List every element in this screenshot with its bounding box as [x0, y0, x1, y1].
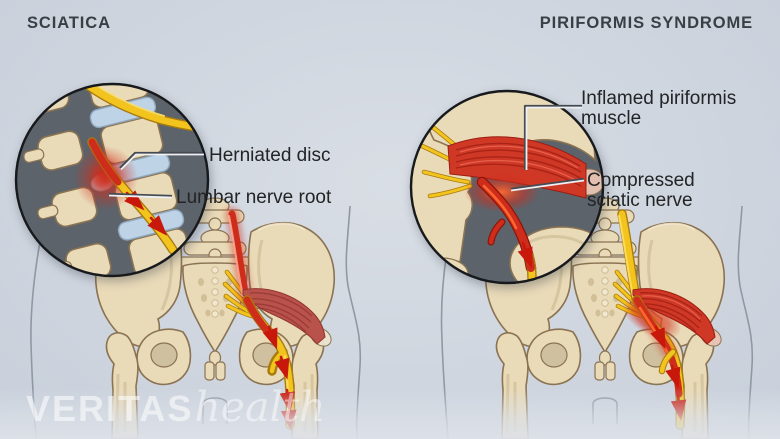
piriformis-muscle — [242, 288, 332, 347]
nerve-root-fan — [419, 119, 473, 199]
bottom-fade — [0, 388, 390, 439]
label-inflamed-piriformis-muscle: Inflamed piriformis muscle — [581, 88, 737, 130]
sciatica-figure — [0, 82, 390, 439]
panel-title-sciatica: SCIATICA — [27, 14, 111, 32]
label-compressed-sciatic-nerve: Compressed sciatic nerve — [587, 170, 695, 212]
leader-herniated-disc — [119, 151, 204, 171]
lumbar-nerve — [617, 209, 641, 303]
inflamed-nerve-root — [225, 207, 253, 305]
leader-lumbar-nerve-root — [108, 192, 173, 199]
inflamed-piriformis-muscle — [632, 288, 722, 347]
piriformis-figure — [390, 89, 780, 439]
bottom-fade — [390, 388, 780, 439]
panel-title-piriformis: PIRIFORMIS SYNDROME — [539, 14, 753, 32]
leader-inflamed-piriformis — [523, 104, 582, 170]
label-lumbar-nerve-root: Lumbar nerve root — [176, 187, 332, 208]
compressed-nerve-closeup — [476, 176, 537, 283]
sacral-nerve-branches — [222, 269, 255, 319]
label-herniated-disc: Herniated disc — [209, 145, 331, 166]
leader-compressed-nerve — [510, 177, 585, 192]
spine-inset-circle — [14, 82, 210, 278]
